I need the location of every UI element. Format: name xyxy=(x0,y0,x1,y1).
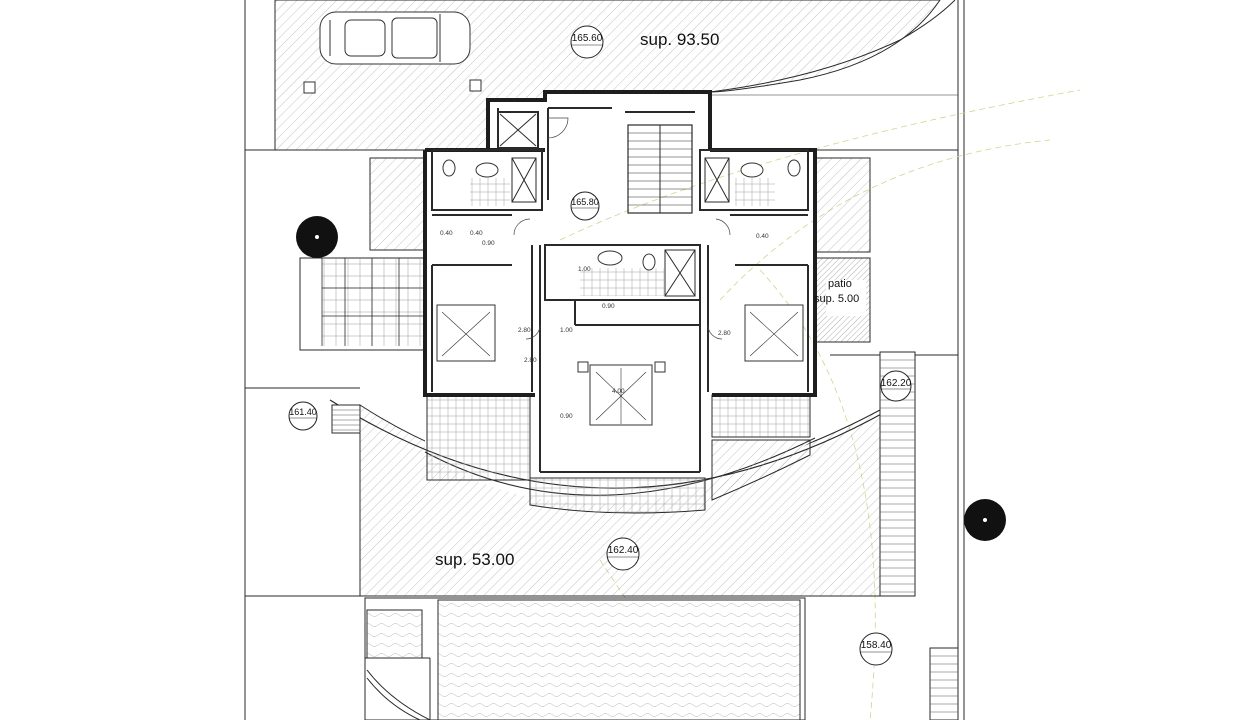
parking-post xyxy=(469,79,482,92)
bath-tiles-left xyxy=(470,178,510,206)
lower-right-stairs xyxy=(929,647,959,720)
area-label-top: sup. 93.50 xyxy=(640,30,719,49)
patio-label: patio xyxy=(828,278,852,290)
dim-label: 1.00 xyxy=(578,266,591,273)
dim-label: 2.80 xyxy=(524,357,537,364)
elevation-marker-lower-right: 158.40 xyxy=(859,632,893,666)
dim-label: 0.40 xyxy=(440,230,453,237)
bath-tiles-right xyxy=(735,178,775,206)
balcony-hatch-right xyxy=(711,439,811,501)
bed-master-icon xyxy=(577,361,666,426)
tree-icon xyxy=(964,499,1006,541)
elevation-marker-top: 165.60 xyxy=(570,25,604,59)
site-boundary xyxy=(244,0,965,720)
dim-label: 0.90 xyxy=(560,413,573,420)
dim-label: 1.00 xyxy=(560,327,573,334)
pool xyxy=(364,597,806,720)
elevation-marker-hall: 165.80 xyxy=(570,191,600,221)
elevation-marker-left: 161.40 xyxy=(288,401,318,431)
dim-label: 4.00 xyxy=(612,388,625,395)
svg-text:162.40: 162.40 xyxy=(608,545,639,556)
central-stairs xyxy=(627,124,693,214)
car-icon xyxy=(319,11,471,65)
svg-text:161.40: 161.40 xyxy=(289,407,317,417)
house-inner-walls xyxy=(431,107,809,473)
patio xyxy=(814,257,871,343)
patio-area-label: sup. 5.00 xyxy=(814,293,859,305)
bed-left-icon xyxy=(436,304,496,362)
svg-text:165.80: 165.80 xyxy=(571,197,599,207)
left-stairs xyxy=(331,404,361,434)
elevation-marker-terrace: 162.40 xyxy=(606,537,640,571)
svg-text:165.60: 165.60 xyxy=(572,33,603,44)
area-label-terrace: sup. 53.00 xyxy=(435,550,514,569)
dim-label: 2.80 xyxy=(718,330,731,337)
svg-text:158.40: 158.40 xyxy=(861,640,892,651)
dim-label: 0.40 xyxy=(756,233,769,240)
dim-label: 0.90 xyxy=(602,303,615,310)
bath-tiles-center xyxy=(580,268,664,296)
parking-post xyxy=(303,81,316,94)
bathroom-fixtures xyxy=(442,159,801,271)
svg-text:162.20: 162.20 xyxy=(881,378,912,389)
door-swings xyxy=(513,117,731,340)
dim-label: 0.40 xyxy=(470,230,483,237)
left-tiled-terrace xyxy=(299,257,426,351)
shaft-boxes xyxy=(497,111,730,297)
bed-right-icon xyxy=(744,304,804,362)
tree-icon xyxy=(296,216,338,258)
balcony-bottom xyxy=(529,477,706,514)
left-hatch xyxy=(369,157,426,251)
elevation-marker-right-stairs: 162.20 xyxy=(880,370,912,402)
dim-label: 0.90 xyxy=(482,240,495,247)
right-hatch xyxy=(814,157,871,253)
balcony-right xyxy=(711,394,811,438)
balcony-left xyxy=(426,394,531,481)
dim-label: 2.80 xyxy=(518,327,531,334)
